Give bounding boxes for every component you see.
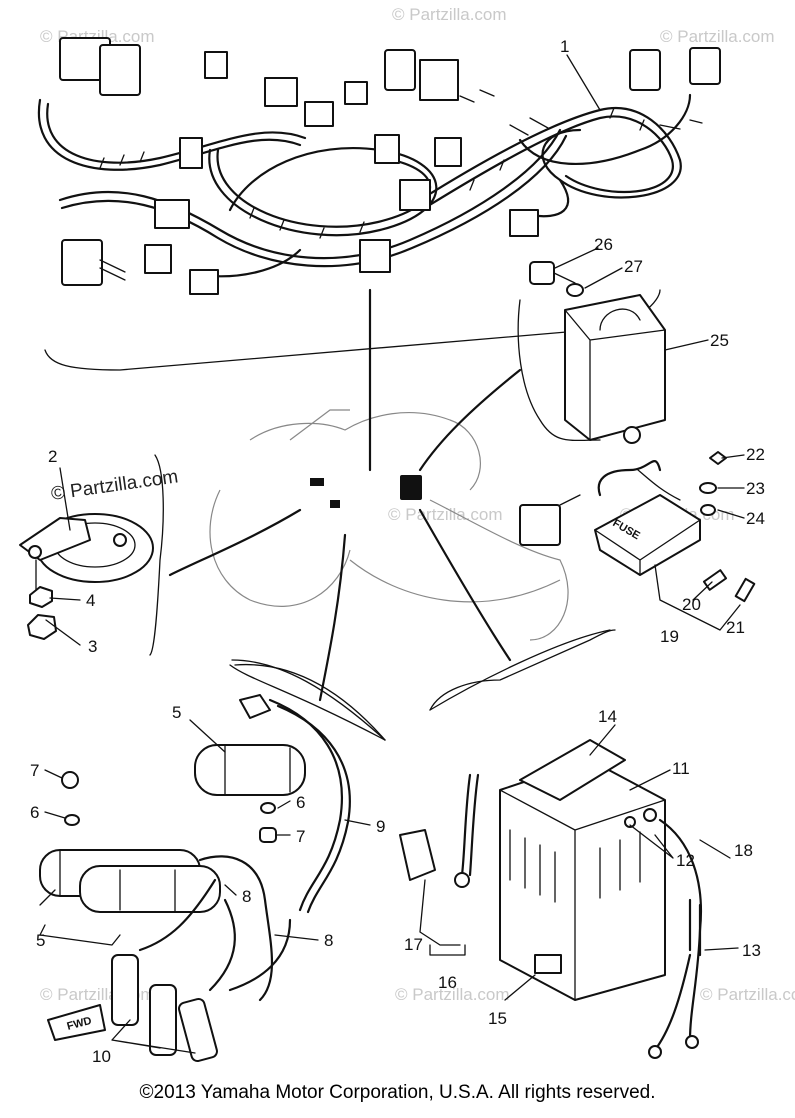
connector-group: [59, 37, 721, 295]
callout-5: 5: [172, 703, 181, 722]
leader-lines: [39, 54, 745, 1054]
copyright-notice: ©2013 Yamaha Motor Corporation, U.S.A. A…: [139, 1082, 656, 1103]
callout-4: 4: [86, 591, 95, 610]
callout-3: 3: [88, 637, 97, 656]
ignition-coils: FWD: [39, 663, 386, 1062]
callout-5: 5: [36, 931, 45, 950]
watermark: © Partzilla.com: [660, 27, 775, 46]
ignitor-unit: [517, 261, 666, 444]
callout-7: 7: [30, 761, 39, 780]
callout-7: 7: [296, 827, 305, 846]
callout-21: 21: [726, 618, 745, 637]
watermark: © Partzilla.com: [388, 505, 503, 524]
callout-10: 10: [92, 1047, 111, 1066]
callout-8: 8: [324, 931, 333, 950]
callout-23: 23: [746, 479, 765, 498]
callout-12: 12: [676, 851, 695, 870]
watermark-dark: © Partzilla.com: [50, 466, 180, 505]
callout-8: 8: [242, 887, 251, 906]
callout-14: 14: [598, 707, 617, 726]
callout-22: 22: [746, 445, 765, 464]
fuse-box: FUSE: [519, 451, 756, 631]
callout-27: 27: [624, 257, 643, 276]
callout-25: 25: [710, 331, 729, 350]
callout-20: 20: [682, 595, 701, 614]
callout-18: 18: [734, 841, 753, 860]
callout-6: 6: [30, 803, 39, 822]
callout-16: 16: [438, 973, 457, 992]
callout-9: 9: [376, 817, 385, 836]
callout-17: 17: [404, 935, 423, 954]
group-brackets: [39, 629, 611, 956]
horn: [19, 454, 164, 656]
callout-26: 26: [594, 235, 613, 254]
callout-6: 6: [296, 793, 305, 812]
wire-harness: [37, 37, 721, 371]
plug-caps: [111, 954, 218, 1062]
callout-2: 2: [48, 447, 57, 466]
watermark: © Partzilla.com: [700, 985, 795, 1004]
motorcycle-outline: [168, 288, 569, 702]
callout-11: 11: [672, 759, 690, 778]
watermark: © Partzilla.com: [395, 985, 510, 1004]
callout-19: 19: [660, 627, 679, 646]
callouts: 1 2 3 4 5 5 5 6 6 7 7 8 8 9 10 11 12 12 …: [30, 37, 765, 1066]
callout-1: 1: [560, 37, 569, 56]
callout-13: 13: [742, 941, 761, 960]
callout-24: 24: [746, 509, 765, 528]
callout-15: 15: [488, 1009, 507, 1028]
watermark: © Partzilla.com: [392, 5, 507, 24]
battery: [399, 629, 702, 1059]
